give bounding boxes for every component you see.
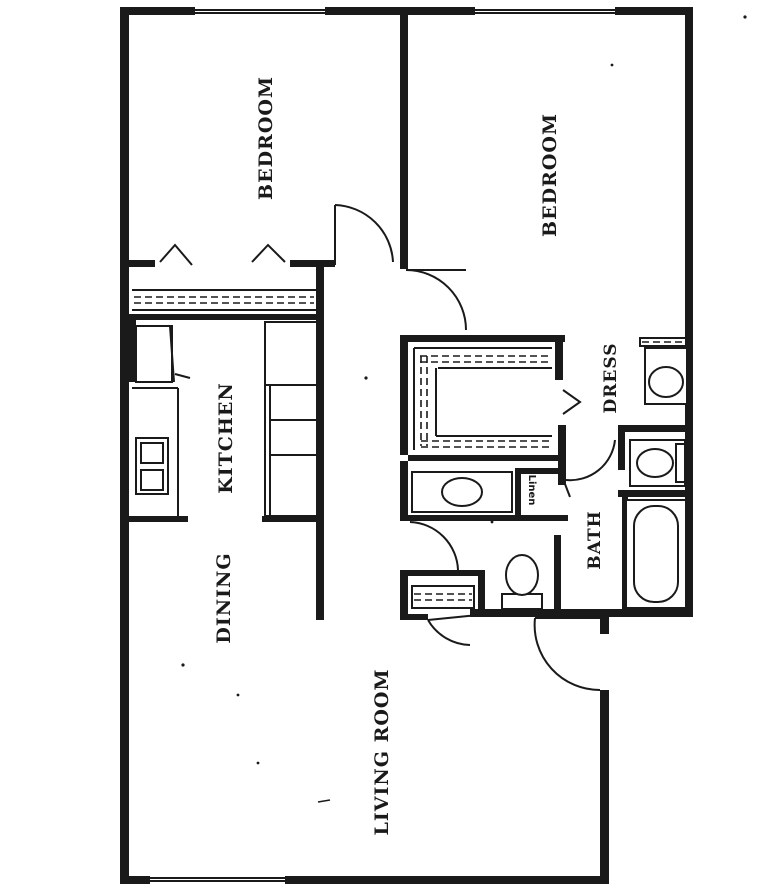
dress-counter (644, 347, 688, 405)
dress-sink (636, 448, 674, 478)
room-label-dining: DINING (213, 552, 235, 643)
windows (150, 9, 615, 882)
print-specks (181, 15, 747, 803)
room-label-bedroom-right: BEDROOM (539, 113, 561, 237)
room-label-living-room: LIVING ROOM (371, 668, 393, 835)
toilet-tank (501, 593, 543, 610)
bath-fixtures (411, 347, 688, 610)
room-label-bedroom-left: BEDROOM (255, 76, 277, 200)
room-label-dress: DRESS (601, 342, 621, 413)
kitchen-fixtures (132, 321, 318, 517)
doors (159, 204, 616, 692)
closet-shelves (132, 289, 689, 609)
toilet-bowl (505, 554, 539, 596)
room-label-kitchen: KITCHEN (215, 382, 237, 493)
refrigerator (135, 325, 173, 383)
room-label-linen: Linen (526, 475, 537, 506)
bath-sink (441, 477, 483, 507)
room-label-bath: BATH (585, 510, 605, 569)
outer-walls (120, 7, 693, 884)
interior-walls (120, 7, 693, 620)
